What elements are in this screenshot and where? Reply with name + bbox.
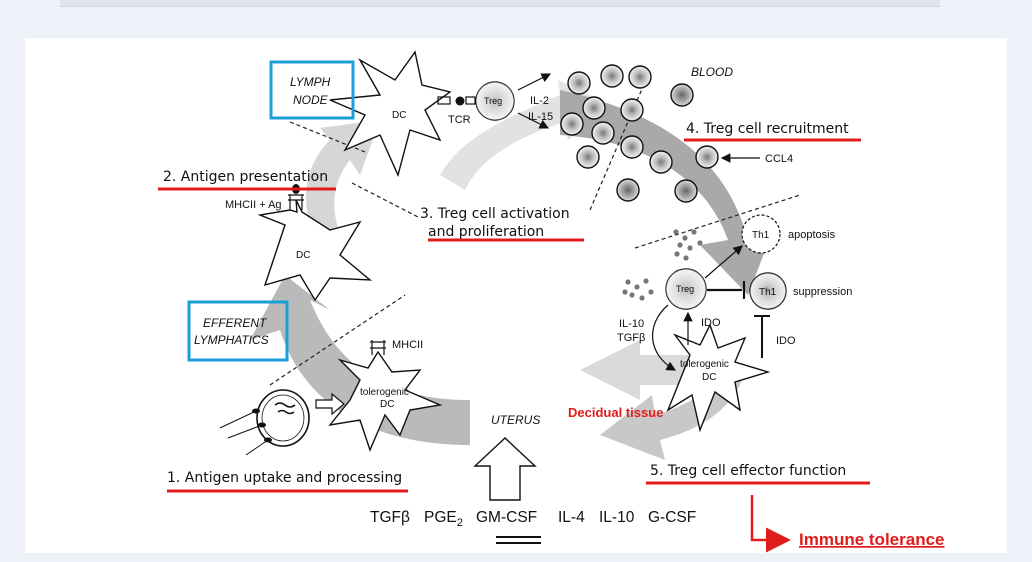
dc-top-label: DC [392, 110, 406, 121]
ido-label-1: IDO [701, 317, 721, 329]
il2-label: IL-2 [530, 95, 549, 107]
ido-label-2: IDO [776, 335, 796, 347]
cytokine-3: IL-4 [558, 509, 585, 526]
step-2: 2. Antigen presentation [158, 169, 336, 191]
il15-label: IL-15 [528, 111, 553, 123]
cytokine-2: GM-CSF [476, 509, 537, 526]
cytokine-1-subscript: 2 [457, 517, 463, 529]
top-scroll-strip [60, 0, 940, 7]
treg-cluster [560, 64, 719, 203]
step-1: 1. Antigen uptake and processing [167, 470, 408, 493]
ccl4-label: CCL4 [765, 153, 793, 165]
blood-label: BLOOD [691, 65, 733, 79]
dc-cell-top: DC [329, 50, 452, 178]
step-5-label: 5. Treg cell effector function [650, 463, 846, 479]
th1-solid-label: Th1 [759, 287, 777, 298]
tolerogenic-left-line2: DC [380, 399, 394, 410]
immune-tolerance-label: Immune tolerance [799, 530, 945, 549]
treg-right-label: Treg [676, 284, 694, 294]
step-4: 4. Treg cell recruitment [684, 121, 861, 142]
tolerogenic-dc-left: tolerogenic DC [328, 340, 443, 452]
mhcii-label: MHCII [392, 339, 423, 351]
treg-top-label: Treg [484, 96, 502, 106]
arrow-right-down [560, 90, 775, 295]
mhcii-ag-label: MHCII + Ag [225, 199, 282, 211]
treg-cell-top: Treg [475, 81, 515, 121]
tgfb-label: TGFβ [617, 332, 645, 344]
treg-cell-right: Treg [665, 268, 707, 310]
tolerogenic-right-line2: DC [702, 372, 716, 383]
cytokine-row: TGFβ PGE2 GM-CSF IL-4 IL-10 G-CSF [370, 509, 696, 529]
dc-mid-label: DC [296, 250, 310, 261]
tcr-label: TCR [448, 114, 471, 126]
step-1-label: 1. Antigen uptake and processing [167, 470, 402, 486]
suppression-label: suppression [793, 286, 852, 298]
tolerogenic-right-line1: tolerogenic [680, 359, 729, 370]
step-3-line1: 3. Treg cell activation [420, 206, 570, 222]
cytokine-0: TGFβ [370, 509, 410, 526]
efferent-line2: LYMPHATICS [194, 333, 269, 347]
step-2-label: 2. Antigen presentation [163, 169, 328, 185]
embryo-sperm-illustration [219, 389, 345, 456]
step-3-line2: and proliferation [428, 224, 544, 240]
decidual-label: Decidual tissue [568, 405, 663, 420]
efferent-lymphatics-box: EFFERENT LYMPHATICS [187, 300, 289, 362]
step-5: 5. Treg cell effector function [646, 463, 870, 485]
th1-dashed-label: Th1 [752, 230, 770, 241]
tolerogenic-dc-right: tolerogenic DC [666, 323, 771, 433]
tcr-connector: TCR [437, 96, 476, 126]
cytokine-5: G-CSF [648, 509, 696, 526]
arrow-decidual [580, 340, 700, 400]
th1-cell-solid: Th1 [749, 272, 787, 310]
outcome-arrow [750, 495, 791, 553]
efferent-line1: EFFERENT [203, 316, 268, 330]
arrow-left-up [306, 120, 380, 250]
dashed-separators [269, 74, 801, 386]
lymph-node-box: LYMPH NODE [269, 60, 355, 120]
th1-cell-dashed: Th1 [741, 214, 781, 254]
il10-label: IL-10 [619, 318, 644, 330]
apoptosis-label: apoptosis [788, 229, 836, 241]
step-4-label: 4. Treg cell recruitment [686, 121, 849, 137]
cytokine-up-arrow [473, 437, 541, 544]
step-3: 3. Treg cell activation and proliferatio… [420, 206, 584, 242]
tolerogenic-left-line1: tolerogenic [360, 387, 409, 398]
cytokine-4: IL-10 [599, 509, 635, 526]
lymph-line1: LYMPH [290, 75, 331, 89]
cytokine-1: PGE2 [424, 509, 463, 529]
lymph-line2: NODE [293, 93, 329, 107]
dc-cell-mid: DC [257, 184, 373, 302]
cytokine-dots [622, 229, 703, 301]
uterus-label: UTERUS [491, 413, 540, 427]
